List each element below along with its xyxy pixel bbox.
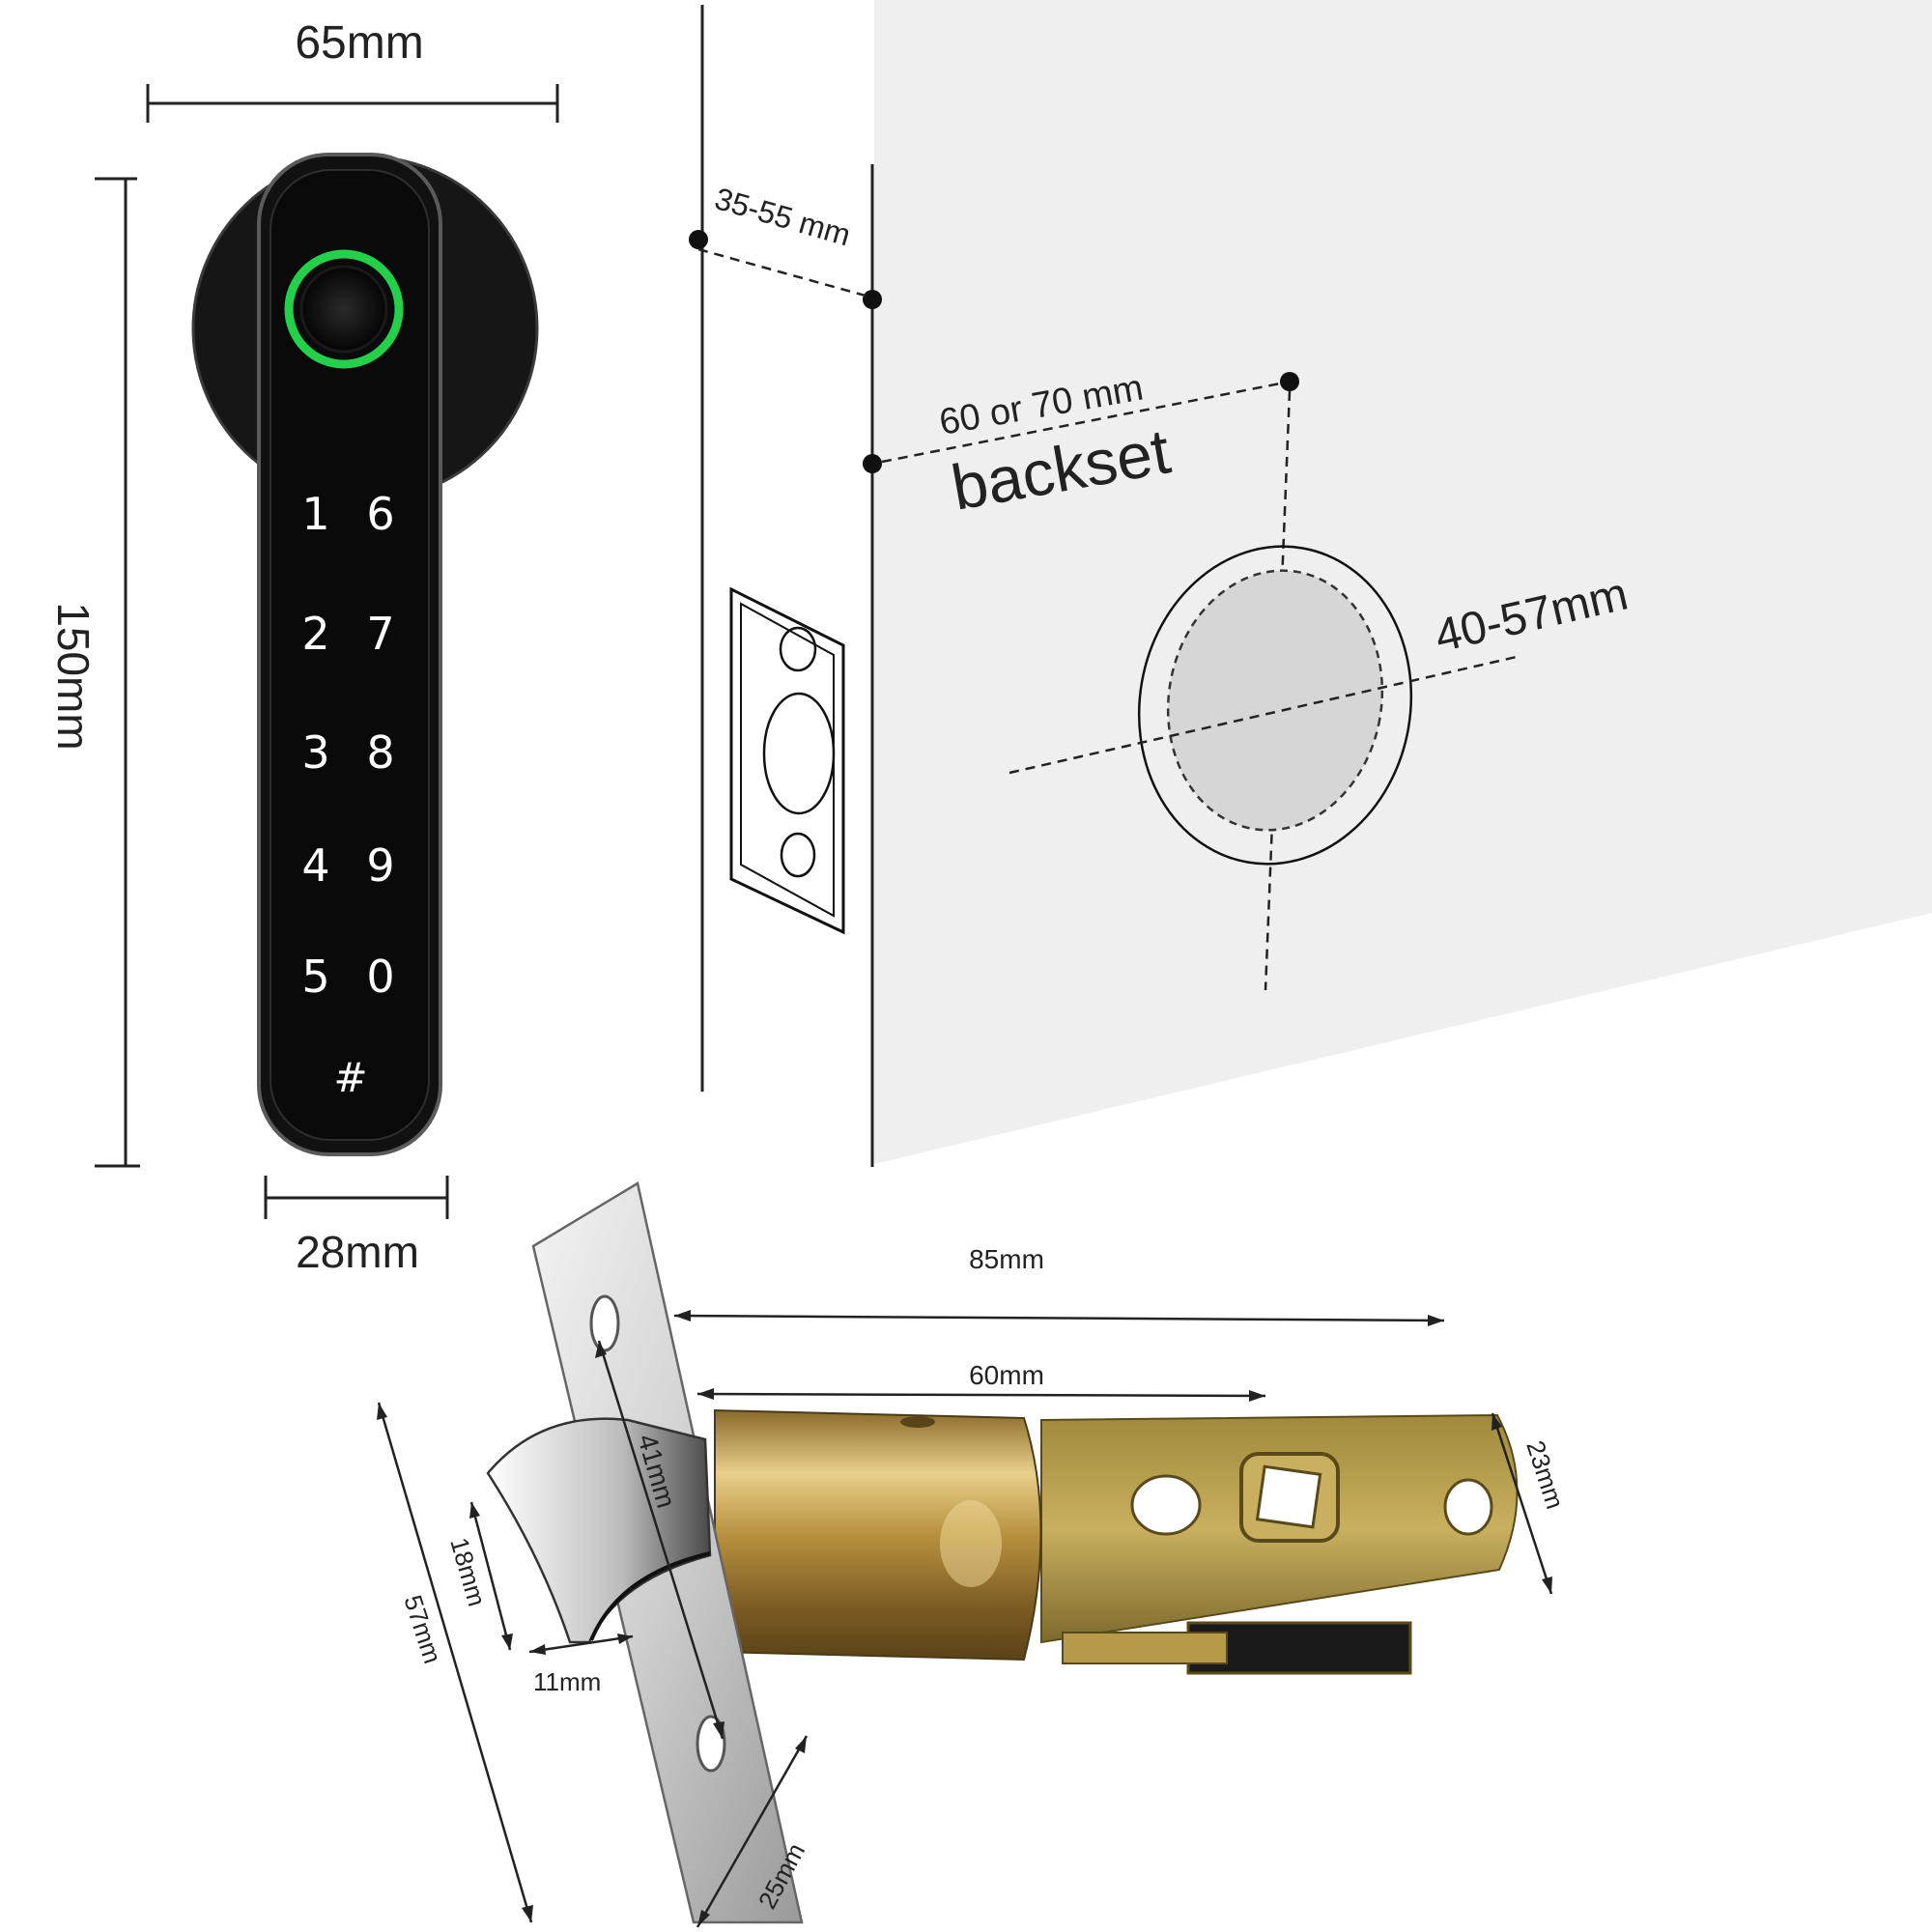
- latch-tail-plate: [1040, 1413, 1519, 1675]
- arrowhead: [469, 1502, 480, 1519]
- bolt-height-label: 18mm: [444, 1534, 492, 1609]
- keypad-key[interactable]: 5: [301, 951, 329, 1003]
- arrowhead: [713, 1721, 724, 1739]
- latch-length-dimension: [673, 1314, 1445, 1322]
- arrowhead: [529, 1644, 546, 1655]
- dimension-dot: [1280, 372, 1299, 391]
- keypad-key[interactable]: 1: [301, 488, 329, 540]
- latch-inner-length-dimension: [696, 1392, 1266, 1398]
- bolt-height-dimension: [469, 1501, 512, 1651]
- door-thickness-dimension: [697, 247, 873, 299]
- arrowhead: [377, 1403, 387, 1420]
- keypad-key[interactable]: 4: [301, 839, 329, 892]
- keypad-key[interactable]: 0: [366, 951, 394, 1003]
- tail-height-label: 23mm: [1520, 1437, 1570, 1513]
- arrowhead: [1542, 1577, 1552, 1594]
- width-label: 65mm: [295, 17, 423, 69]
- fingerprint-sensor-icon[interactable]: [284, 249, 404, 369]
- latch-bolt: [486, 1417, 712, 1644]
- arrowhead: [1249, 1390, 1265, 1402]
- keypad-key[interactable]: 6: [366, 488, 394, 540]
- keypad-key[interactable]: 7: [366, 608, 394, 660]
- arrowhead: [697, 1388, 714, 1400]
- bore-hole-outer: [1137, 545, 1413, 866]
- plate-height-dimension: [377, 1402, 533, 1923]
- dimension-dot: [689, 230, 708, 249]
- dimension-dot: [863, 290, 882, 309]
- arrowhead: [795, 1736, 807, 1753]
- door-thickness-label: 35-55 mm: [711, 181, 854, 252]
- bolt-depth-dimension: [528, 1634, 634, 1654]
- keypad-key[interactable]: 2: [301, 608, 329, 660]
- arrowhead: [674, 1310, 691, 1321]
- backset-dimension: [881, 382, 1281, 464]
- plate-width-dimension: [696, 1735, 809, 1928]
- arrowhead: [617, 1634, 633, 1644]
- tail-height-dimension: [1491, 1412, 1553, 1595]
- bore-horizontal-axis: [1009, 655, 1518, 775]
- arrowhead: [697, 1910, 710, 1927]
- keypad-key[interactable]: 8: [366, 726, 394, 779]
- arrowhead: [522, 1905, 533, 1922]
- height-label: 150mm: [48, 602, 99, 750]
- keypad-key-hash[interactable]: #: [333, 1054, 367, 1101]
- plate-hole-dimension: [597, 1340, 724, 1740]
- latch-length-label: 85mm: [969, 1244, 1044, 1274]
- plate-height-label: 57mm: [398, 1592, 447, 1667]
- bore-hole-inner: [1166, 569, 1384, 832]
- latch-inner-length-label: 60mm: [969, 1360, 1044, 1390]
- dimension-dot: [863, 454, 882, 473]
- arrowhead: [595, 1341, 607, 1358]
- keypad-key[interactable]: 3: [301, 726, 329, 779]
- door-face: [874, 0, 1932, 1164]
- strike-plate: [729, 586, 845, 935]
- arrowhead: [1492, 1413, 1502, 1431]
- arrowhead: [1428, 1315, 1444, 1326]
- bolt-depth-label: 11mm: [533, 1667, 601, 1696]
- handle-width-label: 28mm: [296, 1227, 419, 1277]
- keypad-key[interactable]: 9: [366, 839, 394, 892]
- handle-lever-panel: [270, 169, 430, 1141]
- arrowhead: [501, 1634, 513, 1650]
- latch-cylinder: [714, 1408, 1042, 1662]
